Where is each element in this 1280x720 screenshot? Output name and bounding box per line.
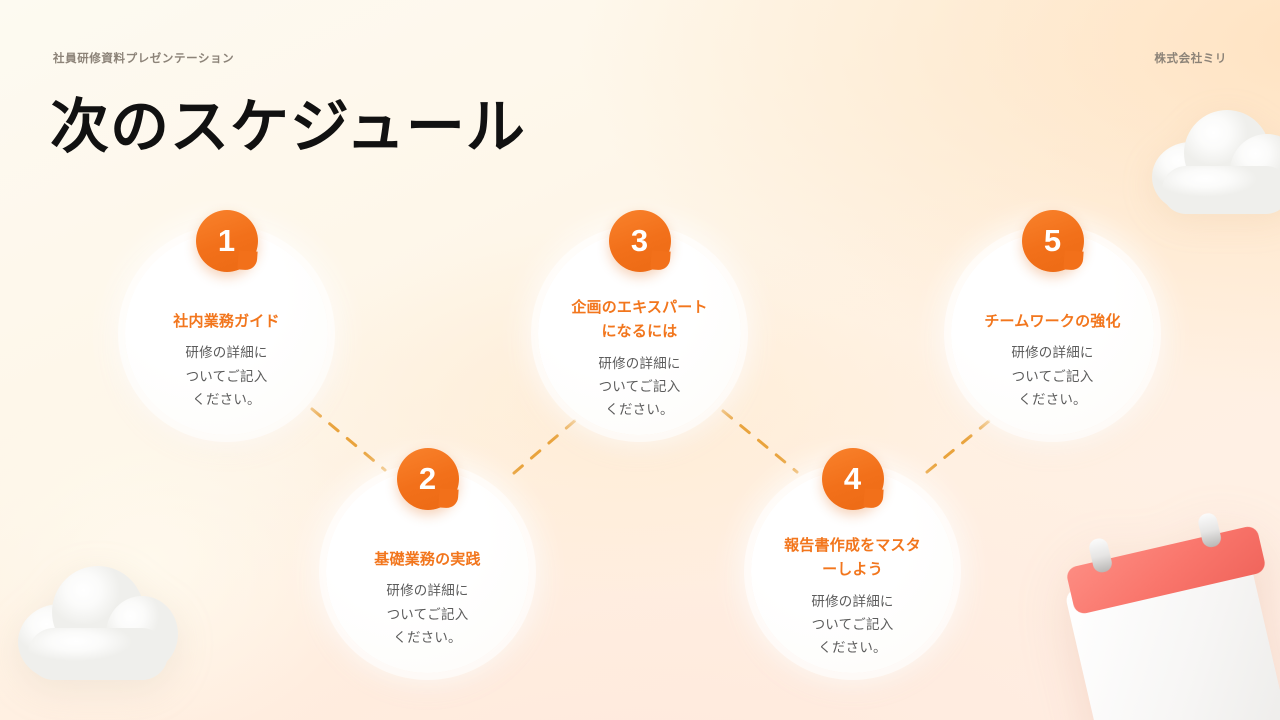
step-text: 報告書作成をマスターしよう 研修の詳細についてご記入ください。: [765, 534, 940, 659]
step-number-badge: 5: [1021, 210, 1084, 272]
step-body: 研修の詳細についてご記入ください。: [185, 345, 268, 407]
step-title: 社内業務ガイド: [173, 313, 280, 330]
page-title: 次のスケジュール: [50, 94, 526, 160]
step-number-badge: 2: [396, 448, 459, 510]
step-body: 研修の詳細についてご記入ください。: [1011, 345, 1094, 407]
step-title: チームワークの強化: [984, 313, 1121, 330]
step-text: チームワークの強化 研修の詳細についてご記入ください。: [965, 310, 1140, 411]
step-number: 2: [418, 460, 437, 496]
step-number: 1: [217, 222, 236, 258]
step-node-5[interactable]: 5 チームワークの強化 研修の詳細についてご記入ください。: [951, 210, 1154, 435]
step-title: 基礎業務の実践: [374, 551, 481, 568]
step-body: 研修の詳細についてご記入ください。: [386, 583, 469, 645]
step-number-badge: 4: [821, 448, 884, 510]
step-text: 基礎業務の実践 研修の詳細についてご記入ください。: [340, 548, 515, 649]
step-number-badge: 1: [195, 210, 258, 272]
step-node-1[interactable]: 1 社内業務ガイド 研修の詳細についてご記入ください。: [125, 210, 328, 435]
step-title: 報告書作成をマスターしよう: [784, 537, 921, 579]
step-body: 研修の詳細についてご記入ください。: [598, 355, 681, 418]
step-number: 3: [630, 222, 649, 258]
step-text: 社内業務ガイド 研修の詳細についてご記入ください。: [139, 310, 314, 411]
header-left-label: 社員研修資料プレゼンテーション: [53, 53, 235, 65]
step-number: 4: [843, 460, 862, 496]
step-text: 企画のエキスパートになるには 研修の詳細についてご記入ください。: [552, 296, 727, 421]
step-node-2[interactable]: 2 基礎業務の実践 研修の詳細についてご記入ください。: [326, 448, 529, 673]
calendar-icon: [1056, 510, 1280, 720]
step-number-badge: 3: [608, 210, 671, 272]
cloud-icon-top-right: [1146, 104, 1280, 214]
step-node-4[interactable]: 4 報告書作成をマスターしよう 研修の詳細についてご記入ください。: [751, 448, 954, 673]
step-title: 企画のエキスパートになるには: [571, 299, 708, 341]
step-body: 研修の詳細についてご記入ください。: [811, 593, 894, 656]
step-number: 5: [1043, 222, 1062, 258]
header-right-label: 株式会社ミリ: [1154, 53, 1227, 65]
cloud-icon-bottom-left: [18, 562, 178, 682]
step-node-3[interactable]: 3 企画のエキスパートになるには 研修の詳細についてご記入ください。: [538, 210, 741, 435]
